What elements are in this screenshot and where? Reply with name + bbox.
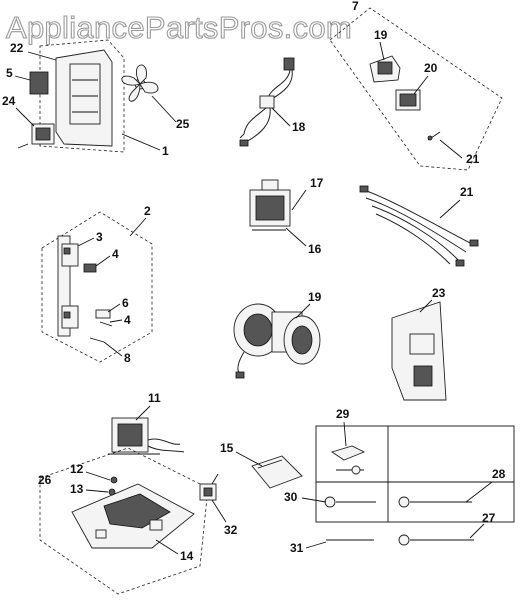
callout-4a: 4 bbox=[112, 247, 119, 261]
callout-25: 25 bbox=[176, 117, 190, 131]
callout-5: 5 bbox=[6, 66, 13, 80]
callout-16: 17 bbox=[310, 176, 324, 190]
callout-20: 21 bbox=[466, 152, 480, 166]
fan-blade bbox=[121, 64, 159, 102]
callout-2: 2 bbox=[144, 204, 151, 218]
callout-10: 12 bbox=[70, 462, 84, 476]
callout-12: 14 bbox=[180, 549, 194, 563]
callout-31: 31 bbox=[290, 541, 304, 555]
callout-9: 11 bbox=[148, 391, 161, 405]
part-17-harness bbox=[239, 57, 295, 147]
callout-1: 1 bbox=[162, 144, 169, 158]
part-9-transformer bbox=[108, 417, 185, 455]
callout-24: 24 bbox=[2, 94, 16, 108]
callout-14: 19 bbox=[308, 290, 322, 304]
callout-23: 22 bbox=[10, 41, 24, 55]
callout-29: 29 bbox=[336, 407, 350, 421]
callout-13: 15 bbox=[220, 441, 234, 455]
callout-21: 21 bbox=[460, 185, 474, 199]
callout-18: 19 bbox=[374, 28, 388, 42]
part-32 bbox=[199, 473, 219, 501]
part-1-assembly bbox=[17, 39, 159, 153]
callout-3: 3 bbox=[96, 230, 103, 244]
callout-30: 30 bbox=[284, 490, 298, 504]
part-26-base-plate bbox=[39, 447, 209, 595]
part-14-blower bbox=[233, 303, 321, 379]
callout-28: 28 bbox=[492, 467, 506, 481]
callout-15: 16 bbox=[308, 242, 322, 256]
part-15-magnetron bbox=[249, 179, 291, 231]
part-22-panel bbox=[391, 301, 447, 401]
part-21-harness bbox=[359, 185, 479, 267]
callout-17: 18 bbox=[292, 120, 306, 134]
callout-11: 13 bbox=[70, 482, 84, 496]
part-13 bbox=[251, 455, 303, 489]
callout-4b: 4 bbox=[124, 313, 131, 327]
callout-26: 26 bbox=[38, 473, 52, 487]
callout-27: 27 bbox=[482, 511, 496, 525]
callout-32: 32 bbox=[224, 523, 238, 537]
callout-8: 8 bbox=[124, 351, 131, 365]
callout-19: 20 bbox=[424, 61, 438, 75]
callout-22: 23 bbox=[432, 286, 446, 300]
callout-7: 7 bbox=[352, 0, 359, 13]
part-2-assembly bbox=[41, 211, 153, 363]
part-7-assembly bbox=[329, 7, 503, 171]
watermark-text: AppliancePartsPros.com bbox=[6, 10, 352, 45]
callout-6: 6 bbox=[122, 296, 129, 310]
